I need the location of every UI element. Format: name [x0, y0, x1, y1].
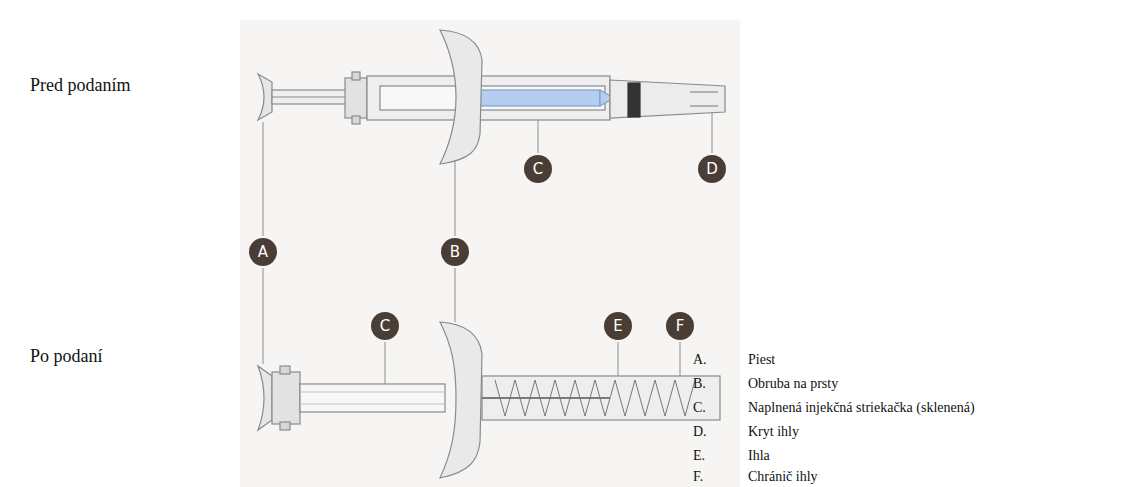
background-panel	[240, 20, 740, 487]
key-letter: B.	[693, 376, 706, 391]
syringe-after	[258, 322, 720, 478]
callout-letter: C	[380, 319, 390, 334]
callout-circle: D	[698, 155, 726, 183]
callout-letter: D	[706, 162, 718, 177]
callout-letter: A	[258, 245, 268, 260]
callout-letter: C	[533, 162, 543, 177]
state-label: Pred podaním	[30, 76, 131, 96]
key-letter: C.	[693, 400, 706, 415]
callout-circle: B	[441, 238, 469, 266]
key-letter: F.	[693, 469, 703, 484]
callout-letter: E	[613, 319, 622, 334]
part-name: Kryt ihly	[748, 424, 799, 439]
part-name: Chránič ihly	[748, 469, 818, 484]
callout-letter: B	[450, 245, 460, 260]
callout-circle: C	[371, 312, 399, 340]
key-letter: A.	[693, 352, 707, 367]
part-name: Naplnená injekčná striekačka (sklenená)	[748, 400, 975, 415]
key-letter: E.	[693, 448, 705, 463]
spring-coil	[495, 380, 695, 416]
callout-circle: C	[524, 155, 552, 183]
state-label: Po podaní	[30, 347, 103, 367]
part-name: Ihla	[748, 448, 770, 463]
callout-circle: F	[666, 312, 694, 340]
key-letter: D.	[693, 424, 707, 439]
part-name: Piest	[748, 352, 775, 367]
callout-circle: E	[604, 312, 632, 340]
callout-circle: A	[249, 238, 277, 266]
callout-letter: F	[676, 319, 685, 334]
leader-lines	[263, 108, 712, 392]
part-name: Obruba na prsty	[748, 376, 838, 391]
syringe-before	[258, 30, 725, 164]
